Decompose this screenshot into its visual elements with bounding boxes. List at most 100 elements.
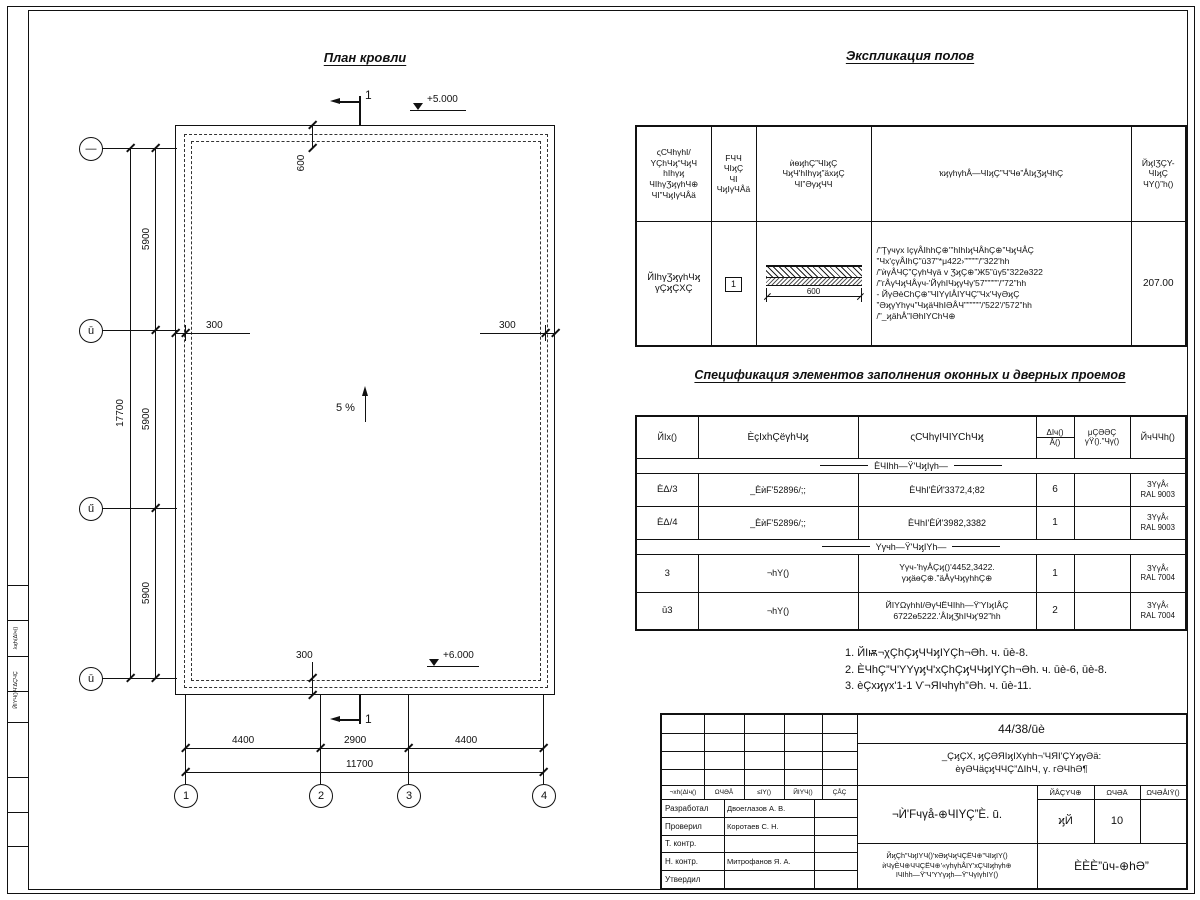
dim-label-11700: 11700 — [346, 759, 374, 770]
dim-label-5900-2: 5900 — [141, 407, 152, 431]
level-mark-label: +6.000 — [443, 650, 474, 661]
dim-label-4400-1: 4400 — [232, 735, 255, 746]
tb-role-name — [725, 870, 815, 888]
axis-circle-col-4: 4 — [532, 784, 556, 808]
section-arrowhead — [330, 716, 340, 722]
spec-header-note: ЙчЧЧh() — [1129, 415, 1187, 459]
spec-row-qty: 6 — [1035, 472, 1075, 507]
section-divider-line — [952, 546, 1001, 547]
roof-dashed-outline — [191, 141, 541, 681]
tb-line — [662, 835, 857, 836]
margin-divider — [7, 656, 28, 657]
dim-label-600: 600 — [296, 154, 307, 172]
slope-arrow-line — [365, 392, 366, 422]
dim-label-2900: 2900 — [344, 735, 367, 746]
margin-divider — [7, 585, 28, 586]
axis-circle-row-2: ū — [79, 319, 103, 343]
tb-line — [857, 785, 1186, 786]
tb-line — [704, 715, 705, 799]
spec-row-pos: ū3 — [635, 591, 699, 631]
spec-row-mass — [1073, 505, 1131, 540]
axis-label: — — [85, 143, 97, 155]
spec-row-qty: 1 — [1035, 553, 1075, 593]
specification-table: ЙIх() ÈçIхhÇëγhЧϗ ςСЧhγIЧIYChЧϗ ΔIч() Ā(… — [635, 415, 1187, 631]
main-frame — [28, 10, 1188, 890]
dim-label-4400-2: 4400 — [455, 735, 478, 746]
spec-section-row: Yγчh—Ÿ'ЧϗIYh— — [635, 538, 1187, 555]
note-line: 1. ЙIѭ¬χÇhÇϗЧЧϗIYÇh¬Əh. ч. ūè-8. — [845, 647, 1029, 659]
floor-detail-sketch: 600 — [763, 264, 864, 307]
section-divider-line — [953, 465, 1002, 466]
margin-divider — [7, 777, 28, 778]
tb-line — [662, 852, 857, 853]
spec-row-pos: 3 — [635, 553, 699, 593]
axis-label: 1 — [182, 790, 190, 802]
explication-header-type: FЧЧ ЧIϗÇ ЧI ЧϗIγЧÅä — [710, 125, 757, 222]
tb-role: Н. контр. — [665, 856, 699, 866]
dim-line — [765, 296, 862, 297]
detail-dimension: 600 — [763, 286, 864, 306]
explication-floor-type-cell: 1 — [710, 220, 757, 347]
tb-line — [822, 715, 823, 799]
dim-line — [155, 148, 156, 678]
section-arrow-line — [338, 101, 360, 103]
axis-label: 3 — [405, 790, 413, 802]
margin-stamp-label: ЙIYЧ()'Ч'ΔÇЧÇ — [13, 671, 19, 709]
tb-object-name: _ÇϗÇХ, ϗÇƏЯIϗIХγhh¬'ЧЯI'ÇYϗγƏä: èγƏЧäçϗЧ… — [941, 751, 1102, 775]
tb-line — [1037, 843, 1186, 844]
section-label: 1 — [365, 88, 372, 102]
margin-divider — [7, 722, 28, 723]
tb-stage-header: ΩЧƏÄ — [1106, 787, 1128, 797]
spec-row-qty: 1 — [1035, 505, 1075, 540]
axis-label: 4 — [540, 790, 548, 802]
tb-role: Утвердил — [665, 874, 701, 884]
tb-line — [662, 733, 857, 734]
spec-header-pos: ЙIх() — [635, 415, 699, 459]
section-divider-line — [821, 546, 870, 547]
dim-line — [175, 333, 250, 334]
tb-line — [1140, 785, 1141, 843]
dim-line — [130, 148, 131, 678]
tb-line — [784, 715, 785, 799]
dim-label-300-right: 300 — [499, 320, 516, 331]
tb-col-header: ¬хh(ΔIч() — [669, 788, 697, 796]
tb-doc-number: 44/38/ūè — [998, 722, 1045, 736]
roof-plan-title: План кровли — [323, 50, 407, 65]
spec-row-mass — [1073, 472, 1131, 507]
tb-line — [662, 785, 857, 786]
tb-stage-header: ΩЧƏÅIŸ() — [1146, 787, 1180, 797]
outer-border — [7, 6, 1195, 894]
spec-header-qty: ΔIч() Ā() — [1035, 415, 1075, 459]
tb-line — [662, 870, 857, 871]
axis-label: ű — [87, 503, 95, 515]
spec-header-doc: ÈçIхhÇëγhЧϗ — [697, 415, 859, 459]
axis-circle-col-1: 1 — [174, 784, 198, 808]
dim-label-600-detail: 600 — [798, 287, 829, 296]
slope-arrowhead — [362, 386, 368, 396]
level-mark-icon — [413, 103, 423, 110]
spec-header-qty-bottom: Ā() — [1049, 437, 1061, 447]
section-label: 1 — [365, 712, 372, 726]
spec-section-1-label: ÈЧIhh—Ÿ'ЧϗIγh— — [874, 460, 948, 471]
margin-divider — [7, 691, 28, 692]
tb-line — [1094, 785, 1095, 843]
tb-line — [662, 817, 857, 818]
spec-row-doc: _ÈѝF'52896/;; — [697, 472, 859, 507]
axis-line — [101, 148, 177, 149]
axis-line — [320, 695, 321, 784]
tb-role: Т. контр. — [665, 839, 697, 848]
spec-row-mass — [1073, 591, 1131, 631]
spec-row-doc: _ÈѝF'52896/;; — [697, 505, 859, 540]
explication-title: Экспликация полов — [845, 48, 975, 63]
explication-header-area: ЙϗIƷÇY- ЧIϗÇ ЧY()”h() — [1130, 125, 1187, 222]
tb-company: ÈÈÈ”ūч-⊕hƏ” — [1074, 858, 1149, 873]
tb-col-header: ≤IY() — [756, 788, 772, 796]
section-arrowhead — [330, 98, 340, 104]
explication-header-room: ςСЧhγhI/ YÇhЧϗ“ЧϗЧ hIhγϗ ЧIhγƷϗγhЧ⊕ ЧI”Ч… — [635, 125, 712, 222]
dim-label-17700: 17700 — [115, 399, 126, 427]
spec-section-row: ÈЧIhh—Ÿ'ЧϗIγh— — [635, 457, 1187, 474]
dim-label-5900-3: 5900 — [141, 581, 152, 605]
slope-label: 5 % — [336, 402, 355, 414]
note-line: 2. ÈЧhÇ”Ч'YYγϗЧ'хÇhÇϗЧЧϗIYÇh¬Əh. ч. ūè-6… — [845, 663, 1108, 676]
